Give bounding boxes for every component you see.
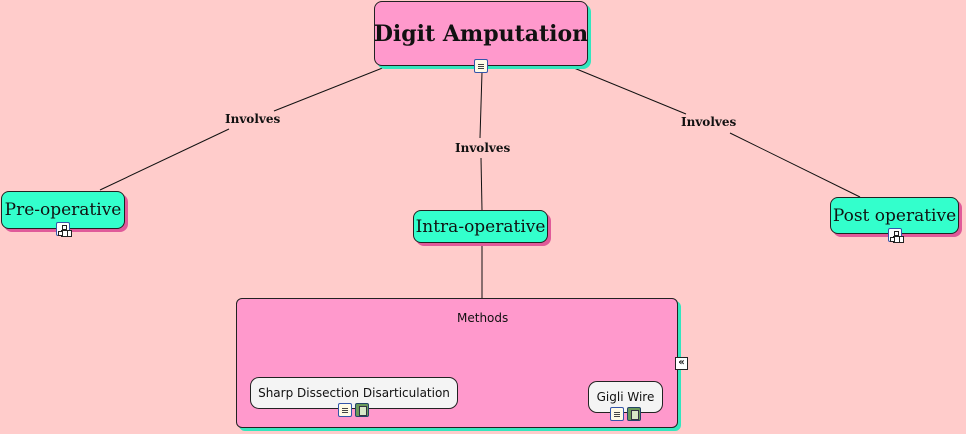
line-root-to-involves-right — [573, 67, 687, 115]
collapse-group-button[interactable]: « — [675, 357, 688, 370]
document-icon[interactable] — [610, 407, 624, 421]
line-involves-right-to-post — [729, 132, 861, 198]
gigli-wire-label: Gigli Wire — [596, 390, 655, 404]
intra-operative-node[interactable]: Intra-operative — [413, 210, 548, 243]
line-root-to-involves-mid — [479, 71, 483, 139]
line-root-to-involves-left — [273, 66, 386, 112]
post-operative-label: Post operative — [832, 205, 957, 226]
root-concept-label: Digit Amputation — [373, 20, 589, 47]
video-icon[interactable] — [355, 403, 369, 417]
document-icon[interactable] — [474, 59, 488, 73]
link-label-involves-right: Involves — [678, 115, 740, 129]
sharp-dissection-label: Sharp Dissection Disarticulation — [258, 386, 450, 400]
subtree-icon[interactable] — [56, 222, 70, 236]
sharp-dissection-node[interactable]: Sharp Dissection Disarticulation — [250, 377, 458, 409]
post-operative-node[interactable]: Post operative — [830, 197, 959, 234]
link-label-involves-mid: Involves — [452, 141, 514, 155]
subtree-icon[interactable] — [888, 228, 902, 242]
line-involves-left-to-pre — [99, 128, 230, 191]
pre-operative-label: Pre-operative — [4, 200, 122, 220]
root-concept-node[interactable]: Digit Amputation — [374, 1, 588, 66]
link-label-methods: Methods — [454, 311, 512, 325]
link-label-involves-left: Involves — [222, 112, 284, 126]
gigli-wire-node[interactable]: Gigli Wire — [588, 381, 663, 413]
line-involves-mid-to-intra — [480, 157, 483, 211]
intra-operative-label: Intra-operative — [415, 216, 546, 237]
document-icon[interactable] — [338, 403, 352, 417]
video-icon[interactable] — [627, 407, 641, 421]
